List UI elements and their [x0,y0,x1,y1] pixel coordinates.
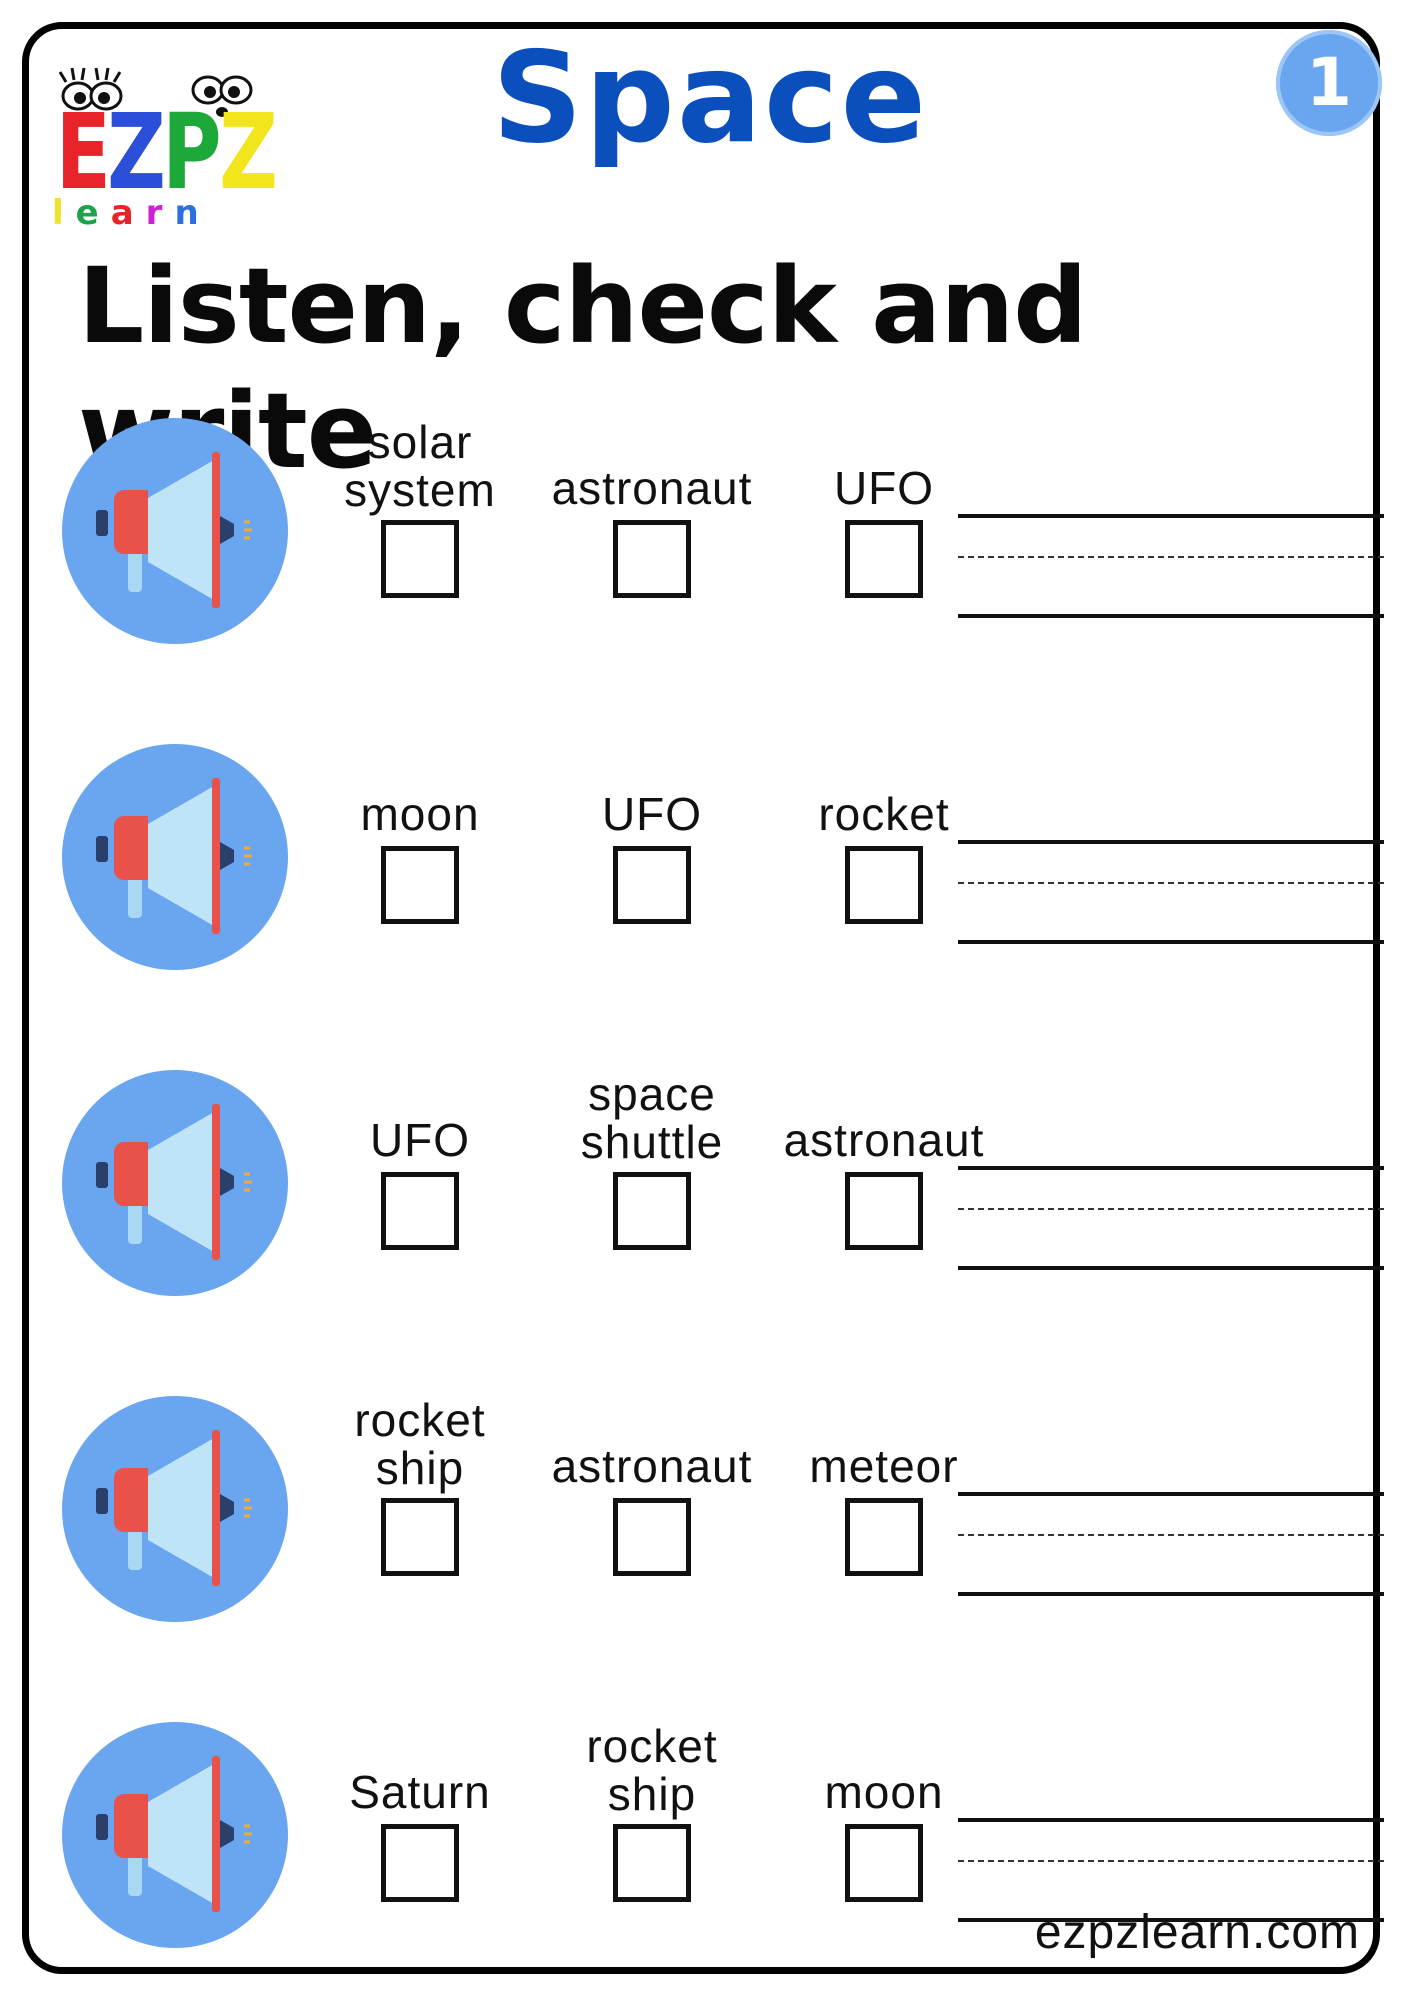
option-label: UFO [833,462,935,514]
option-checkbox[interactable] [381,1172,459,1250]
logo-sub-letter: l [52,193,76,233]
option-checkbox[interactable] [845,520,923,598]
writing-line-dashed [958,1208,1384,1210]
exercise-row: moon UFO rocket [0,744,1414,1004]
option-checkbox[interactable] [381,520,459,598]
writing-line-dashed [958,882,1384,884]
option-checkbox[interactable] [613,846,691,924]
megaphone-icon[interactable] [62,1396,288,1622]
writing-line-bottom [958,940,1384,944]
footer-website: ezpzlearn.com [1034,1906,1360,1959]
option-checkbox[interactable] [845,1172,923,1250]
writing-line-top[interactable] [958,1818,1384,1822]
writing-line-top[interactable] [958,1492,1384,1496]
page-title: Space [491,24,929,171]
option-label: space shuttle [580,1068,724,1168]
page-number-badge: 1 [1276,30,1382,136]
writing-line-dashed [958,1534,1384,1536]
exercise-row: solar system astronaut UFO [0,418,1414,678]
option-label: astronaut [783,1114,985,1166]
option-label: UFO [369,1114,471,1166]
logo-letter-p: P [162,91,222,213]
logo-letter-e: E [55,91,111,213]
writing-line-top[interactable] [958,1166,1384,1170]
writing-line-bottom [958,1592,1384,1596]
writing-line-top[interactable] [958,840,1384,844]
exercise-row: Saturn rocket ship moon [0,1722,1414,1982]
megaphone-icon[interactable] [62,418,288,644]
option-label: astronaut [551,1440,753,1492]
option-label: meteor [809,1440,959,1492]
megaphone-icon[interactable] [62,744,288,970]
option-checkbox[interactable] [845,846,923,924]
megaphone-icon[interactable] [62,1722,288,1948]
writing-line-dashed [958,556,1384,558]
option-checkbox[interactable] [381,846,459,924]
exercise-row: UFO space shuttle astronaut [0,1070,1414,1330]
option-label: UFO [601,788,703,840]
logo-sub-letter: r [145,193,175,233]
option-label: astronaut [551,462,753,514]
option-checkbox[interactable] [613,1824,691,1902]
writing-line-bottom [958,614,1384,618]
ezpz-learn-logo: E Z P Z learn [40,38,280,230]
instruction-heading: Listen, check and write [78,245,1088,492]
option-checkbox[interactable] [845,1498,923,1576]
option-checkbox[interactable] [613,1498,691,1576]
megaphone-icon[interactable] [62,1070,288,1296]
option-label: moon [360,788,480,840]
option-label: Saturn [349,1766,491,1818]
worksheet-frame [22,22,1380,1974]
option-checkbox[interactable] [613,1172,691,1250]
writing-line-top[interactable] [958,514,1384,518]
option-label: rocket ship [586,1720,718,1820]
logo-letter-z2: Z [218,91,278,213]
logo-letters: E Z P Z [48,84,278,213]
option-checkbox[interactable] [845,1824,923,1902]
exercise-row: rocket ship astronaut meteor [0,1396,1414,1656]
logo-sub-letter: e [75,193,111,233]
option-label: moon [824,1766,944,1818]
writing-line-bottom [958,1918,1384,1922]
option-checkbox[interactable] [381,1498,459,1576]
option-label: rocket [818,788,950,840]
logo-sub-letter: n [174,193,211,233]
writing-line-dashed [958,1860,1384,1862]
logo-letter-z: Z [107,91,166,213]
logo-subtext: learn [52,196,282,240]
logo-eyes-icon [58,67,253,117]
option-checkbox[interactable] [381,1824,459,1902]
option-label: solar system [344,416,496,516]
option-checkbox[interactable] [613,520,691,598]
logo-sub-letter: a [110,193,146,233]
writing-line-bottom [958,1266,1384,1270]
option-label: rocket ship [354,1394,486,1494]
